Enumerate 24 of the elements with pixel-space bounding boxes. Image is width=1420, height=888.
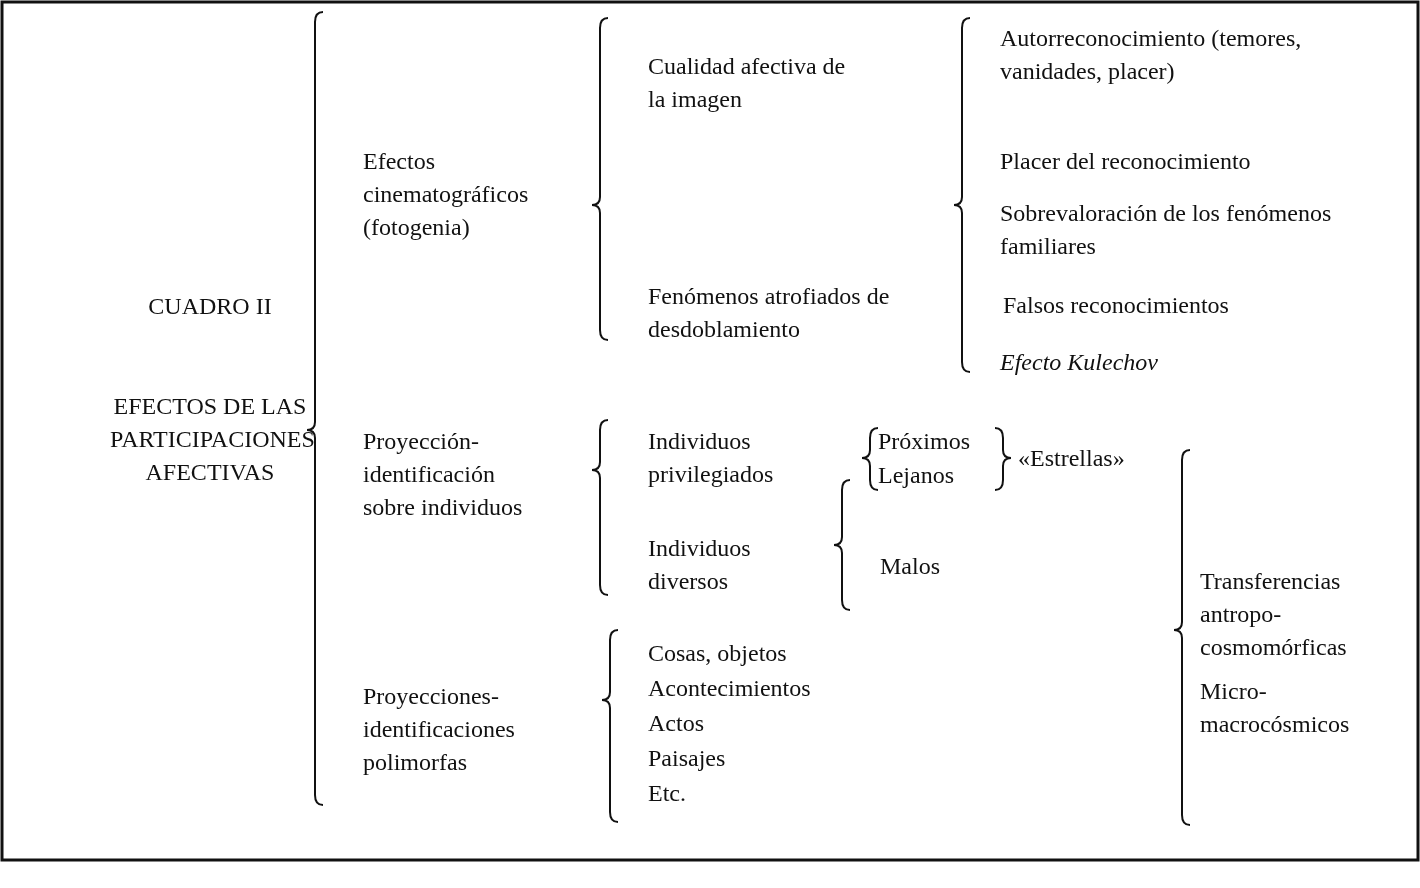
category-label: Individuos diversos	[648, 534, 752, 596]
category-label: Etc.	[648, 779, 686, 808]
table-number: CUADRO II	[147, 292, 273, 321]
category-label: Fenómenos atrofiados de desdoblamiento	[648, 282, 891, 344]
category-label: Placer del reconocimiento	[1000, 147, 1251, 176]
category-label: Transferencias antropo-cosmomórficas	[1200, 567, 1348, 662]
category-label: Efecto Kulechov	[1000, 348, 1158, 377]
category-label: Autorreconocimiento (temores, vanidades, placer)	[1000, 24, 1303, 86]
category-label: Actos	[648, 709, 704, 738]
category-label: Proyecciones-identificaciones polimorfas	[363, 682, 516, 777]
category-label: Paisajes	[648, 744, 726, 773]
category-label: Falsos reconocimientos	[1003, 291, 1229, 320]
category-label: «Estrellas»	[1018, 444, 1125, 473]
category-label: Próximos	[878, 427, 970, 456]
category-label: Individuos privilegiados	[648, 427, 775, 489]
category-label: Proyección-identificación sobre individuos	[363, 427, 524, 522]
category-label: Lejanos	[878, 461, 954, 490]
category-label: Efectos cinematográficos (fotogenia)	[363, 147, 530, 242]
category-label: Cosas, objetos	[648, 639, 787, 668]
category-label: Sobrevaloración de los fenómenos familiares	[1000, 199, 1333, 261]
category-label: Malos	[880, 552, 940, 581]
category-label: Micro-macrocósmicos	[1200, 677, 1351, 739]
category-label: Cualidad afectiva de la imagen	[648, 52, 847, 114]
category-label: Acontecimientos	[648, 674, 811, 703]
